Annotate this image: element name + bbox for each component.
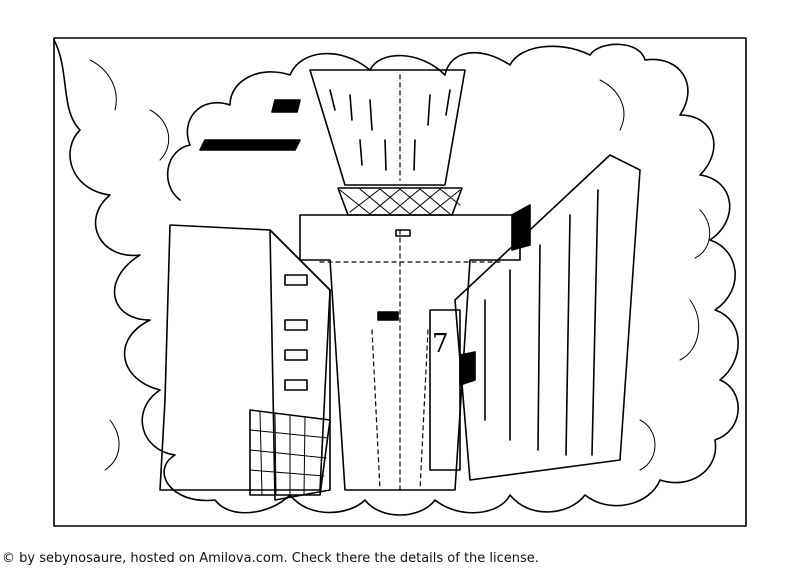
central-tower bbox=[309, 69, 466, 216]
clouds bbox=[53, 39, 739, 516]
car bbox=[395, 229, 411, 237]
street-intersection bbox=[299, 214, 521, 491]
car bbox=[377, 311, 399, 321]
left-building bbox=[159, 99, 331, 501]
coloring-page-drawing: 7 bbox=[53, 37, 747, 527]
license-caption: © by sebynosaure, hosted on Amilova.com.… bbox=[2, 551, 539, 566]
right-building: 7 bbox=[429, 154, 641, 481]
frame-border bbox=[53, 37, 747, 527]
building-number: 7 bbox=[432, 329, 449, 359]
